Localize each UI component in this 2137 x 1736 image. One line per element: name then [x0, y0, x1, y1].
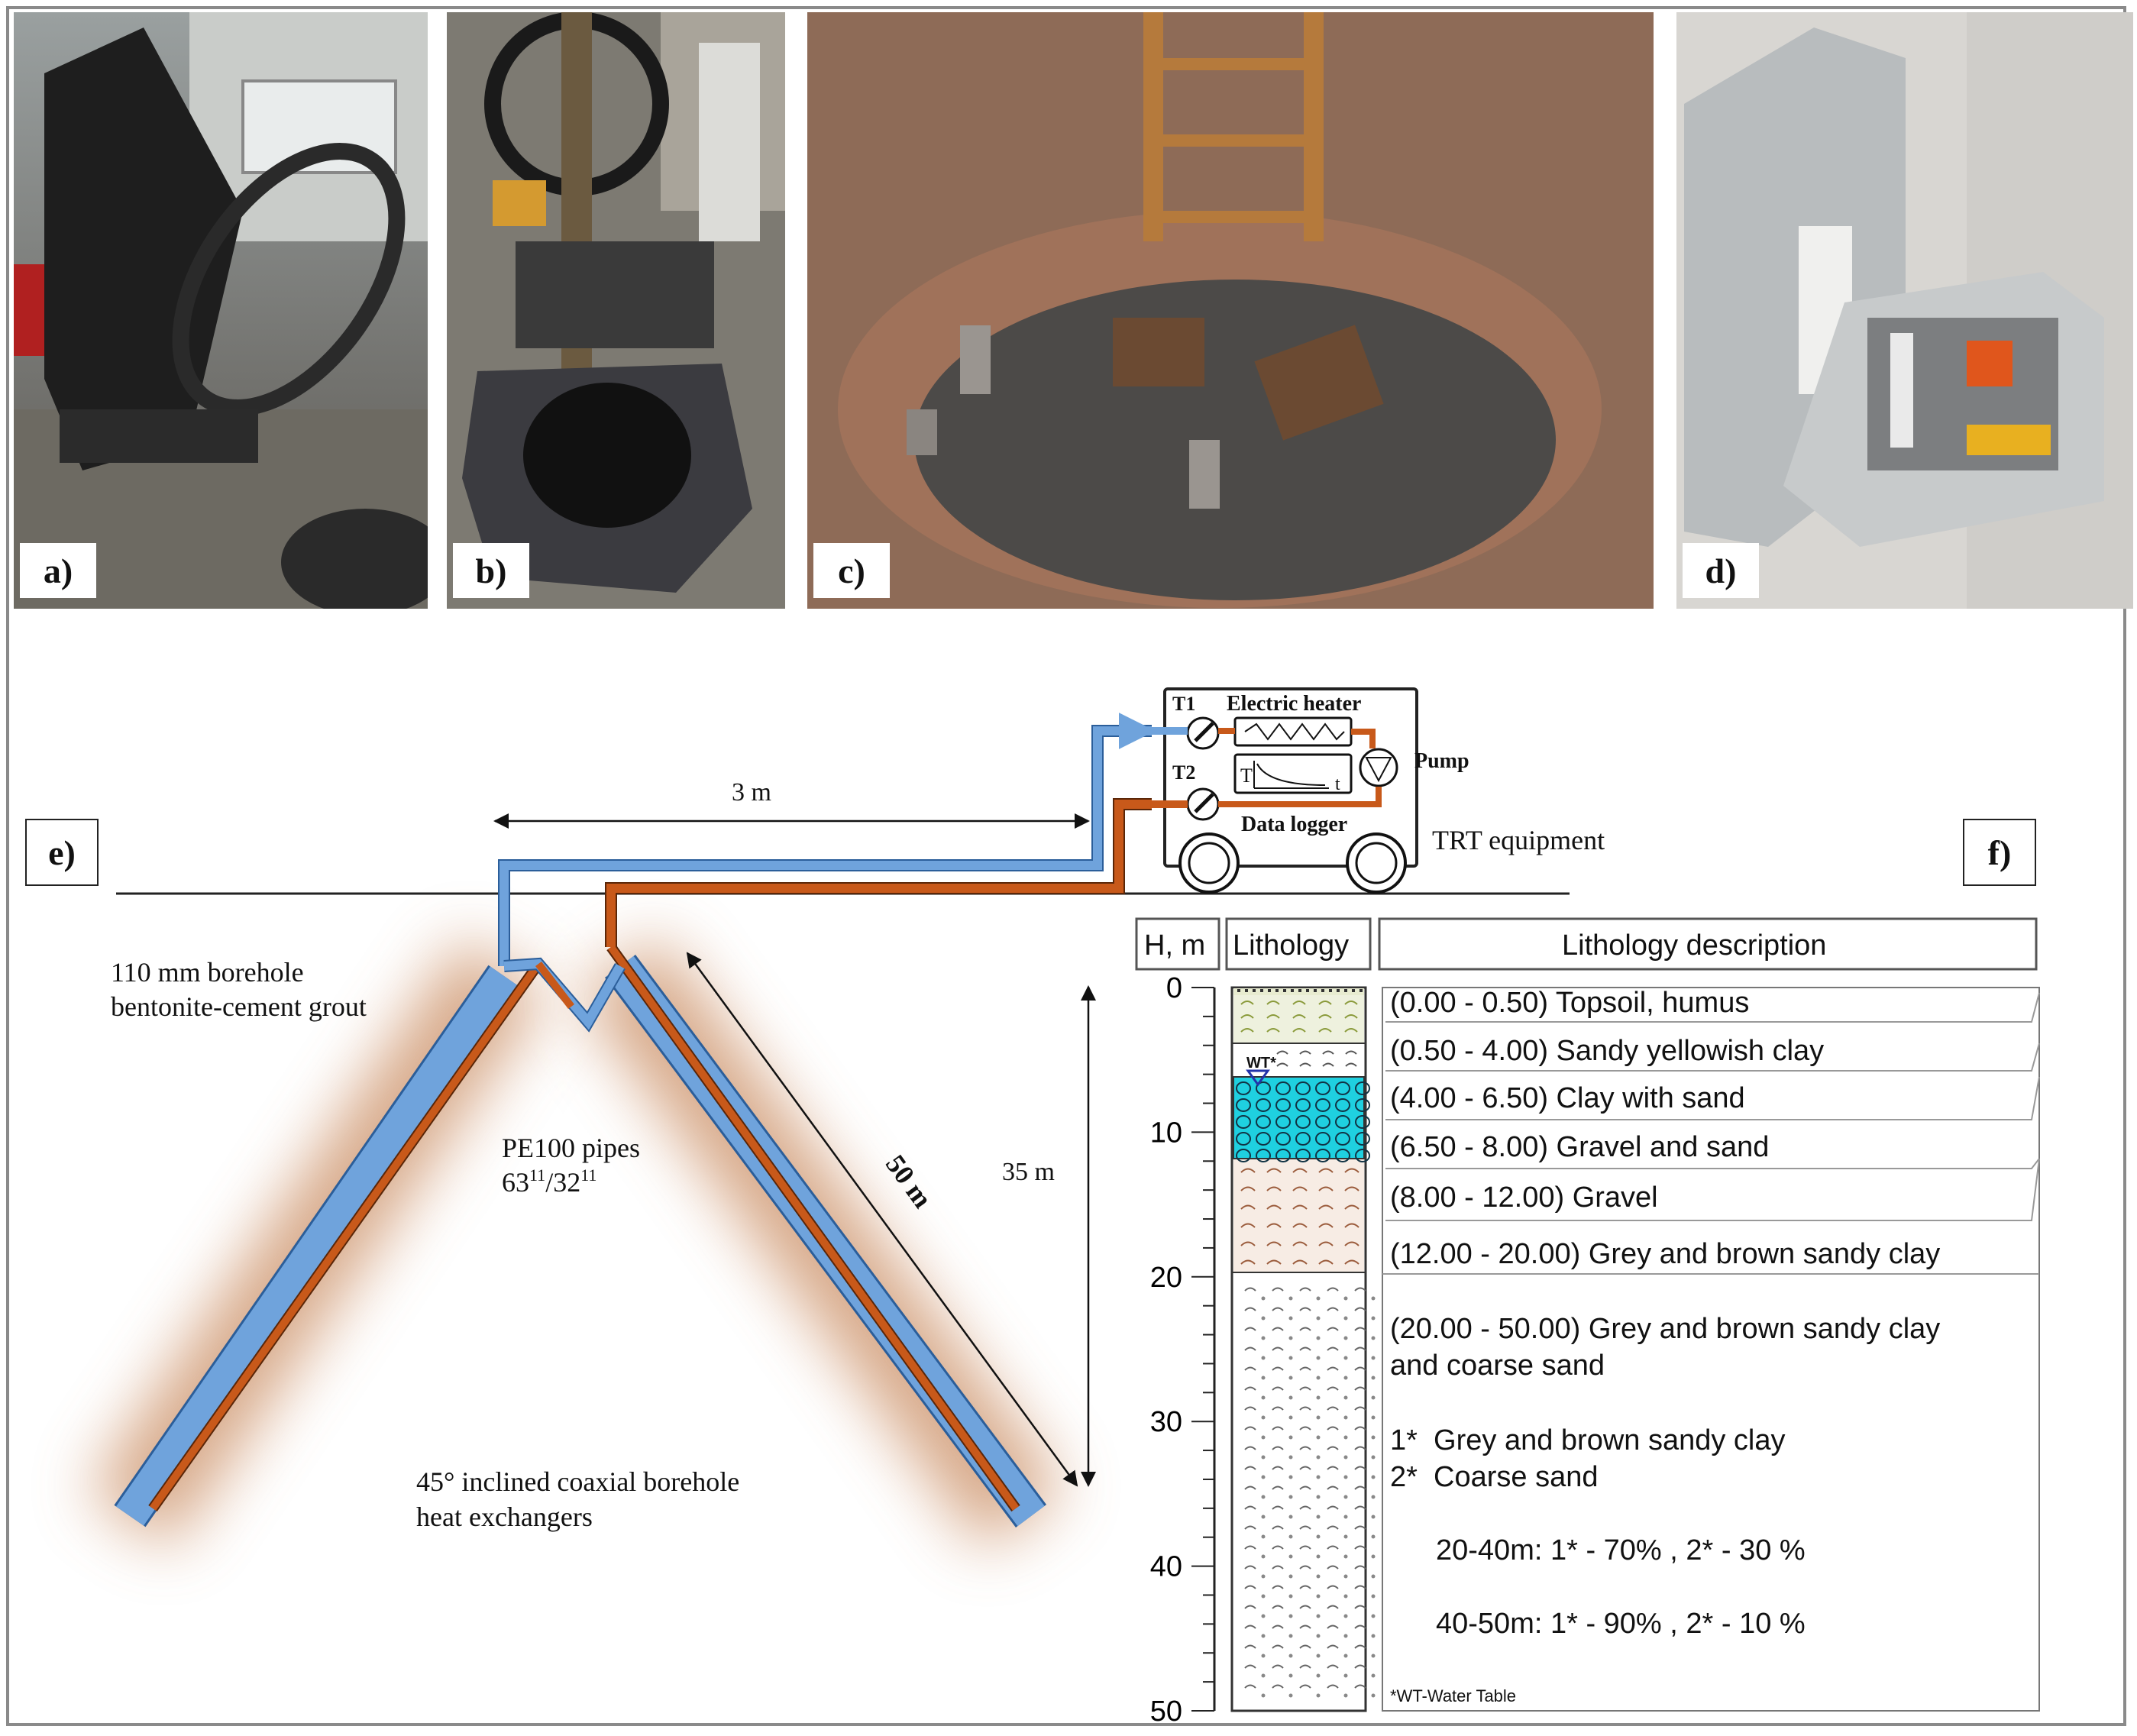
- photo-rig-over-shaft: b): [447, 12, 785, 609]
- grout-label-line1: 110 mm borehole: [111, 957, 304, 988]
- mix-ratio-2: 40-50m: 1* - 90% , 2* - 10 %: [1436, 1608, 1806, 1640]
- trt-equipment: T1 T2 Electric heater T t Pump Data logg…: [1152, 687, 1469, 894]
- log-header-description: Lithology description: [1562, 929, 1826, 962]
- logger-graph-icon: [1233, 753, 1353, 794]
- right-borehole: [604, 943, 1047, 1527]
- pipes-label-line1: PE100 pipes: [502, 1133, 640, 1163]
- length-arrow-50m: [686, 952, 1078, 1487]
- water-table-mark: WT*: [1246, 1055, 1276, 1072]
- bhe-label-line1: 45° inclined coaxial borehole: [416, 1466, 739, 1497]
- length-label-50m: 50 m: [880, 1149, 938, 1214]
- layer-sandy-clay-fill: [1233, 995, 1364, 1043]
- geologic-log: H, m Lithology Lithology description 0 10…: [1135, 917, 2040, 1728]
- outlet-pipe: [605, 798, 1152, 947]
- layer-desc-4: (8.00 - 12.00) Gravel: [1390, 1182, 1658, 1214]
- depth-axis-ticks: 0 10 20 30 40 50: [1150, 972, 1214, 1728]
- log-header-depth: H, m: [1144, 929, 1205, 962]
- trt-equipment-label: TRT equipment: [1432, 825, 1605, 855]
- trt-logger-label: Data logger: [1241, 813, 1347, 836]
- panel-label-a: a): [20, 543, 96, 598]
- water-table-footnote: *WT-Water Table: [1390, 1686, 1516, 1705]
- heater-element-icon: [1233, 716, 1353, 747]
- panel-label-c: c): [813, 543, 890, 598]
- trt-pump-label: Pump: [1414, 749, 1469, 773]
- panel-label-b: b): [453, 543, 529, 598]
- layer-descriptions: (0.00 - 0.50) Topsoil, humus (0.50 - 4.0…: [1390, 987, 1940, 1705]
- panel-label-f: f): [1963, 819, 2036, 886]
- depth-tick-label: 50: [1150, 1696, 1182, 1728]
- layer-desc-0: (0.00 - 0.50) Topsoil, humus: [1390, 987, 1749, 1019]
- mix-ratio-1: 20-40m: 1* - 70% , 2* - 30 %: [1436, 1534, 1806, 1566]
- photo-shaft-wellheads: c): [807, 12, 1654, 609]
- layer-desc-deep-2: and coarse sand: [1390, 1350, 1605, 1382]
- component-note-1: 1* Grey and brown sandy clay: [1390, 1424, 1786, 1456]
- figure-frame: [6, 6, 2126, 1726]
- layer-desc-2: (4.00 - 6.50) Clay with sand: [1390, 1082, 1745, 1114]
- log-header-lithology: Lithology: [1233, 929, 1349, 962]
- depth-tick-label: 10: [1150, 1117, 1182, 1149]
- panel-label-e: e): [25, 819, 99, 886]
- bhe-label-line2: heat exchangers: [416, 1502, 593, 1532]
- trt-t2-label: T2: [1172, 761, 1195, 784]
- panel-label-d: d): [1683, 543, 1759, 598]
- grout-halo: [89, 936, 1064, 1550]
- svg-text:T: T: [1240, 765, 1253, 787]
- photo-control-box: d): [1676, 12, 2133, 609]
- pipes-label-line2: 6311/3211: [502, 1165, 596, 1198]
- photo-drilling-rig: a): [14, 12, 428, 609]
- depth-tick-label: 40: [1150, 1551, 1182, 1583]
- layer-desc-5: (12.00 - 20.00) Grey and brown sandy cla…: [1390, 1238, 1940, 1270]
- trt-t1-label: T1: [1172, 693, 1195, 715]
- depth-tick-label: 20: [1150, 1262, 1182, 1294]
- left-borehole: [114, 960, 543, 1527]
- distance-label-3m: 3 m: [732, 778, 771, 807]
- grout-label-line2: bentonite-cement grout: [111, 991, 367, 1022]
- layer-clay-band-fill: [1233, 1159, 1364, 1272]
- water-table-icon: [1246, 1069, 1270, 1087]
- depth-tick-label: 0: [1166, 972, 1182, 1004]
- inlet-pipe: [498, 725, 1152, 966]
- trt-heater-label: Electric heater: [1227, 692, 1361, 716]
- depth-label-35m: 35 m: [1002, 1158, 1055, 1186]
- layer-desc-1: (0.50 - 4.00) Sandy yellowish clay: [1390, 1035, 1824, 1067]
- svg-text:t: t: [1335, 774, 1340, 794]
- component-note-2: 2* Coarse sand: [1390, 1461, 1599, 1493]
- depth-tick-label: 30: [1150, 1406, 1182, 1438]
- layer-desc-3: (6.50 - 8.00) Gravel and sand: [1390, 1131, 1769, 1163]
- layer-desc-deep-1: (20.00 - 50.00) Grey and brown sandy cla…: [1390, 1313, 1940, 1345]
- layer-brackets: [1385, 992, 2040, 1221]
- lithology-patterns: [1236, 989, 1376, 1698]
